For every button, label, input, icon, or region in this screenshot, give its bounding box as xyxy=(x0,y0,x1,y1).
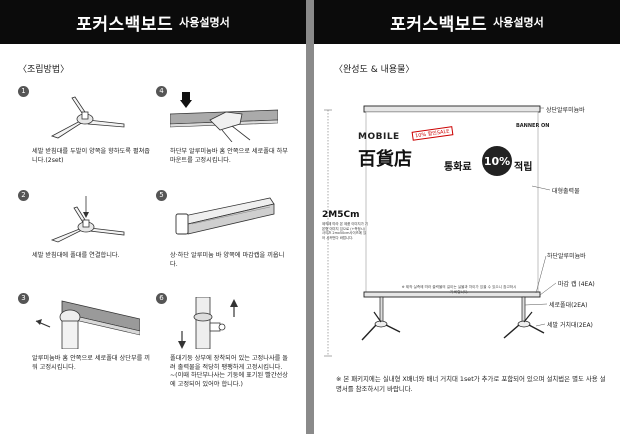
step-caption: 세발 받침대에 폴대를 연결합니다. xyxy=(32,252,120,259)
callout-end-cap: 마감 캡 (4EA) xyxy=(558,281,595,288)
ad-mobile-text: MOBILE xyxy=(358,132,400,142)
header-title: 포커스백보드 xyxy=(390,14,488,35)
footnote: ※ 본 패키지에는 실내형 X배너와 배너 거치대 1set가 추가로 포함되어… xyxy=(336,375,606,393)
section-title-contents: 〈완성도 & 내용물〉 xyxy=(334,65,415,75)
callout-vertical-pole: 세로폴대(2EA) xyxy=(549,302,588,309)
step-caption-note: ~(이때 하단부나사는 기둥에 표기된 빨간선상에 고정되어 있어야 합니다.) xyxy=(170,372,288,388)
sample-print-ad: MOBILE 10% 할인SALE 百貨店 통화료 10% 적립 xyxy=(358,126,538,186)
left-page: 포커스백보드 사용설명서 〈조립방법〉 1 세발 받침대를 두발이 양쪽을 향하… xyxy=(0,0,306,434)
brand-logo: BANNER ON xyxy=(516,123,550,129)
backboard-diagram xyxy=(324,105,557,357)
ad-sale-tag: 10% 할인SALE xyxy=(411,126,453,141)
ad-percent-badge: 10% xyxy=(482,146,512,176)
section-title-assembly: 〈조립방법〉 xyxy=(18,65,70,75)
header-title: 포커스백보드 xyxy=(76,14,174,35)
tripod-unfold-illustration xyxy=(32,90,140,142)
step-caption: 상·하단 알루미늄 바 양쪽에 마감캡을 끼웁니다. xyxy=(170,252,285,268)
callout-print: 대형출력물 xyxy=(552,188,580,195)
tighten-screw-illustration xyxy=(170,296,278,350)
callout-tripod: 세발 거치대(2EA) xyxy=(547,322,593,329)
ad-tail-text: 적립 xyxy=(514,162,533,173)
ad-call-text: 통화료 xyxy=(444,162,472,173)
top-bar-insert-illustration xyxy=(32,297,141,350)
step-caption-main: 폴대기둥 상부에 장착되어 있는 고정나사를 돌려 출력물을 적당히 팽팽하게 … xyxy=(170,355,288,371)
step-number: 5 xyxy=(156,190,167,201)
step-number: 1 xyxy=(18,86,29,97)
step-number: 3 xyxy=(18,293,29,304)
step-number: 2 xyxy=(18,190,29,201)
step-caption: 하단부 알루미늄바 홈 안쪽으로 세로폴대 하부 마운트를 고정시킵니다. xyxy=(170,148,288,164)
page-header: 포커스백보드 사용설명서 xyxy=(314,0,620,44)
ad-hyakka-text: 百貨店 xyxy=(358,149,412,170)
right-page: 포커스백보드 사용설명서 〈완성도 & 내용물〉 2M5Cm 제작에 xyxy=(314,0,620,434)
bottom-bar-mount-illustration xyxy=(169,90,279,143)
step-caption: 폴대기둥 상부에 장착되어 있는 고정나사를 돌려 출력물을 적당히 팽팽하게 … xyxy=(170,355,290,389)
pole-connect-illustration xyxy=(32,194,140,246)
end-cap-illustration xyxy=(170,194,278,246)
step-caption: 세발 받침대를 두발이 양쪽을 향하도록 펼쳐줍니다.(2set) xyxy=(32,148,150,164)
step-number: 6 xyxy=(156,293,167,304)
page-header: 포커스백보드 사용설명서 xyxy=(0,0,306,44)
step-number: 4 xyxy=(156,86,167,97)
callout-bottom-bar: 하단알루미늄바 xyxy=(547,253,586,260)
dimension-label: 2M5Cm xyxy=(322,210,360,220)
callout-top-bar: 상단알루미늄바 xyxy=(546,107,585,114)
dimension-note: 제작에 따라 본 제품 이미지가 기본형 이미지 임으로 (+측정시)사이즈 2… xyxy=(322,222,368,240)
screen-note: ※ 제작 실측에 따라 출력물의 길이는 실물과 차이가 있을 수 있으니 참고… xyxy=(401,285,517,294)
header-subtitle: 사용설명서 xyxy=(179,16,230,29)
step-caption: 알루미늄바 홈 안쪽으로 세로폴대 상단부를 끼워 고정시킵니다. xyxy=(32,355,150,371)
header-subtitle: 사용설명서 xyxy=(493,16,544,29)
